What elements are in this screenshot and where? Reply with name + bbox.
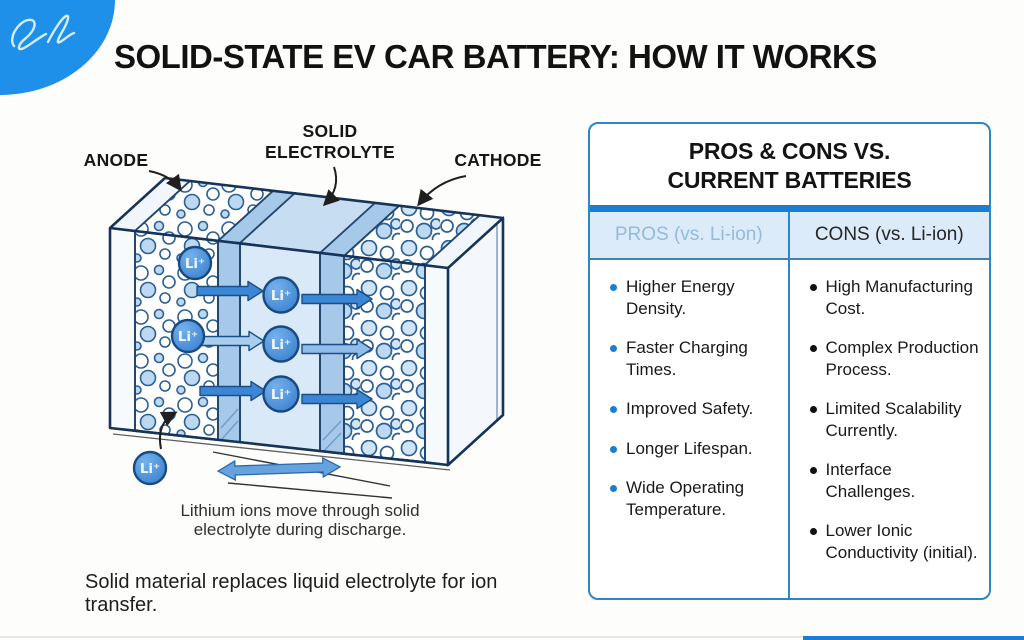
label-pointer-arrows	[148, 166, 467, 450]
pros-item: Higher Energy Density.	[610, 276, 780, 319]
bullet-dot	[610, 485, 617, 493]
pros-list: Higher Energy Density. Faster Charging T…	[610, 276, 780, 520]
li-ion: Li⁺	[170, 318, 206, 354]
li-ion: Li⁺	[262, 325, 300, 363]
diagram-caption-line1: Lithium ions move through solid	[180, 501, 419, 520]
cons-column: High Manufacturing Cost. Complex Product…	[790, 260, 990, 598]
panel-title-line2: CURRENT BATTERIES	[667, 167, 912, 194]
pros-cons-panel: PROS & CONS VS. CURRENT BATTERIES PROS (…	[588, 122, 991, 600]
battery-outline	[108, 176, 505, 467]
li-ion-label: Li⁺	[271, 288, 291, 304]
bottom-accent-bar	[803, 636, 1024, 640]
diagram-caption-line2: electrolyte during discharge.	[194, 520, 407, 539]
li-ion-label: Li⁺	[271, 387, 291, 403]
bullet-dot	[610, 284, 617, 292]
panel-column-headers: PROS (vs. Li-ion) CONS (vs. Li-ion)	[590, 212, 989, 261]
sketch-shadow-line	[112, 433, 451, 471]
bullet-dot	[610, 406, 617, 414]
diagram-footnote: Solid material replaces liquid electroly…	[85, 571, 498, 616]
pros-item: Wide Operating Temperature.	[610, 477, 780, 520]
panel-title-line1: PROS & CONS VS.	[688, 138, 891, 164]
li-ion: Li⁺	[177, 245, 213, 281]
page-title: SOLID-STATE EV CAR BATTERY: HOW IT WORKS	[114, 38, 877, 75]
li-ion: Li⁺	[132, 450, 168, 486]
cons-list: High Manufacturing Cost. Complex Product…	[809, 276, 982, 563]
bullet-dot	[809, 345, 817, 353]
sketch-line-bottom	[227, 482, 393, 499]
cons-item: Lower Ionic Conductivity (initial).	[809, 520, 982, 563]
lithium-ions: Li⁺ Li⁺ Li⁺ Li⁺ Li⁺ Li⁺	[132, 245, 300, 486]
bullet-dot	[809, 406, 817, 414]
electrolyte-label-line2: ELECTROLYTE	[265, 142, 395, 162]
pros-item: Improved Safety.	[610, 398, 780, 420]
li-ion-label: Li⁺	[178, 329, 198, 345]
cons-item: High Manufacturing Cost.	[809, 276, 982, 319]
bullet-dot	[610, 345, 617, 353]
li-ion: Li⁺	[262, 375, 300, 413]
pros-column: Higher Energy Density. Faster Charging T…	[590, 260, 790, 598]
cathode-label: CATHODE	[454, 150, 541, 170]
cons-item: Complex Production Process.	[809, 337, 982, 380]
bullet-dot	[809, 528, 817, 536]
cons-item: Limited Scalability Currently.	[809, 398, 982, 441]
li-ion: Li⁺	[262, 276, 300, 314]
li-ion-label: Li⁺	[140, 461, 160, 477]
bullet-dot	[610, 445, 617, 453]
bottom-divider-line	[0, 636, 1024, 638]
double-arrow	[216, 456, 342, 482]
pros-column-header: PROS (vs. Li-ion)	[590, 212, 790, 259]
pros-item: Faster Charging Times.	[610, 337, 780, 380]
separator-hatching	[220, 408, 342, 453]
li-ion-label: Li⁺	[271, 337, 291, 353]
bullet-dot	[809, 467, 817, 475]
electrolyte-label-line1: SOLID	[303, 121, 358, 141]
battery-diagram: Li⁺ Li⁺ Li⁺ Li⁺ Li⁺ Li⁺ ANODE SOLID ELEC…	[84, 121, 542, 539]
ion-flow-arrows	[196, 280, 373, 410]
cons-column-header: CONS (vs. Li-ion)	[814, 224, 964, 246]
panel-body: Higher Energy Density. Faster Charging T…	[590, 260, 989, 598]
bullet-dot	[809, 284, 817, 292]
panel-title: PROS & CONS VS. CURRENT BATTERIES	[590, 124, 989, 205]
pros-item: Longer Lifespan.	[610, 438, 780, 460]
brand-signature-icon	[11, 14, 76, 51]
anode-label: ANODE	[84, 150, 149, 170]
panel-accent-bar	[590, 205, 989, 213]
cons-item: Interface Challenges.	[809, 459, 982, 502]
li-ion-label: Li⁺	[185, 256, 205, 272]
